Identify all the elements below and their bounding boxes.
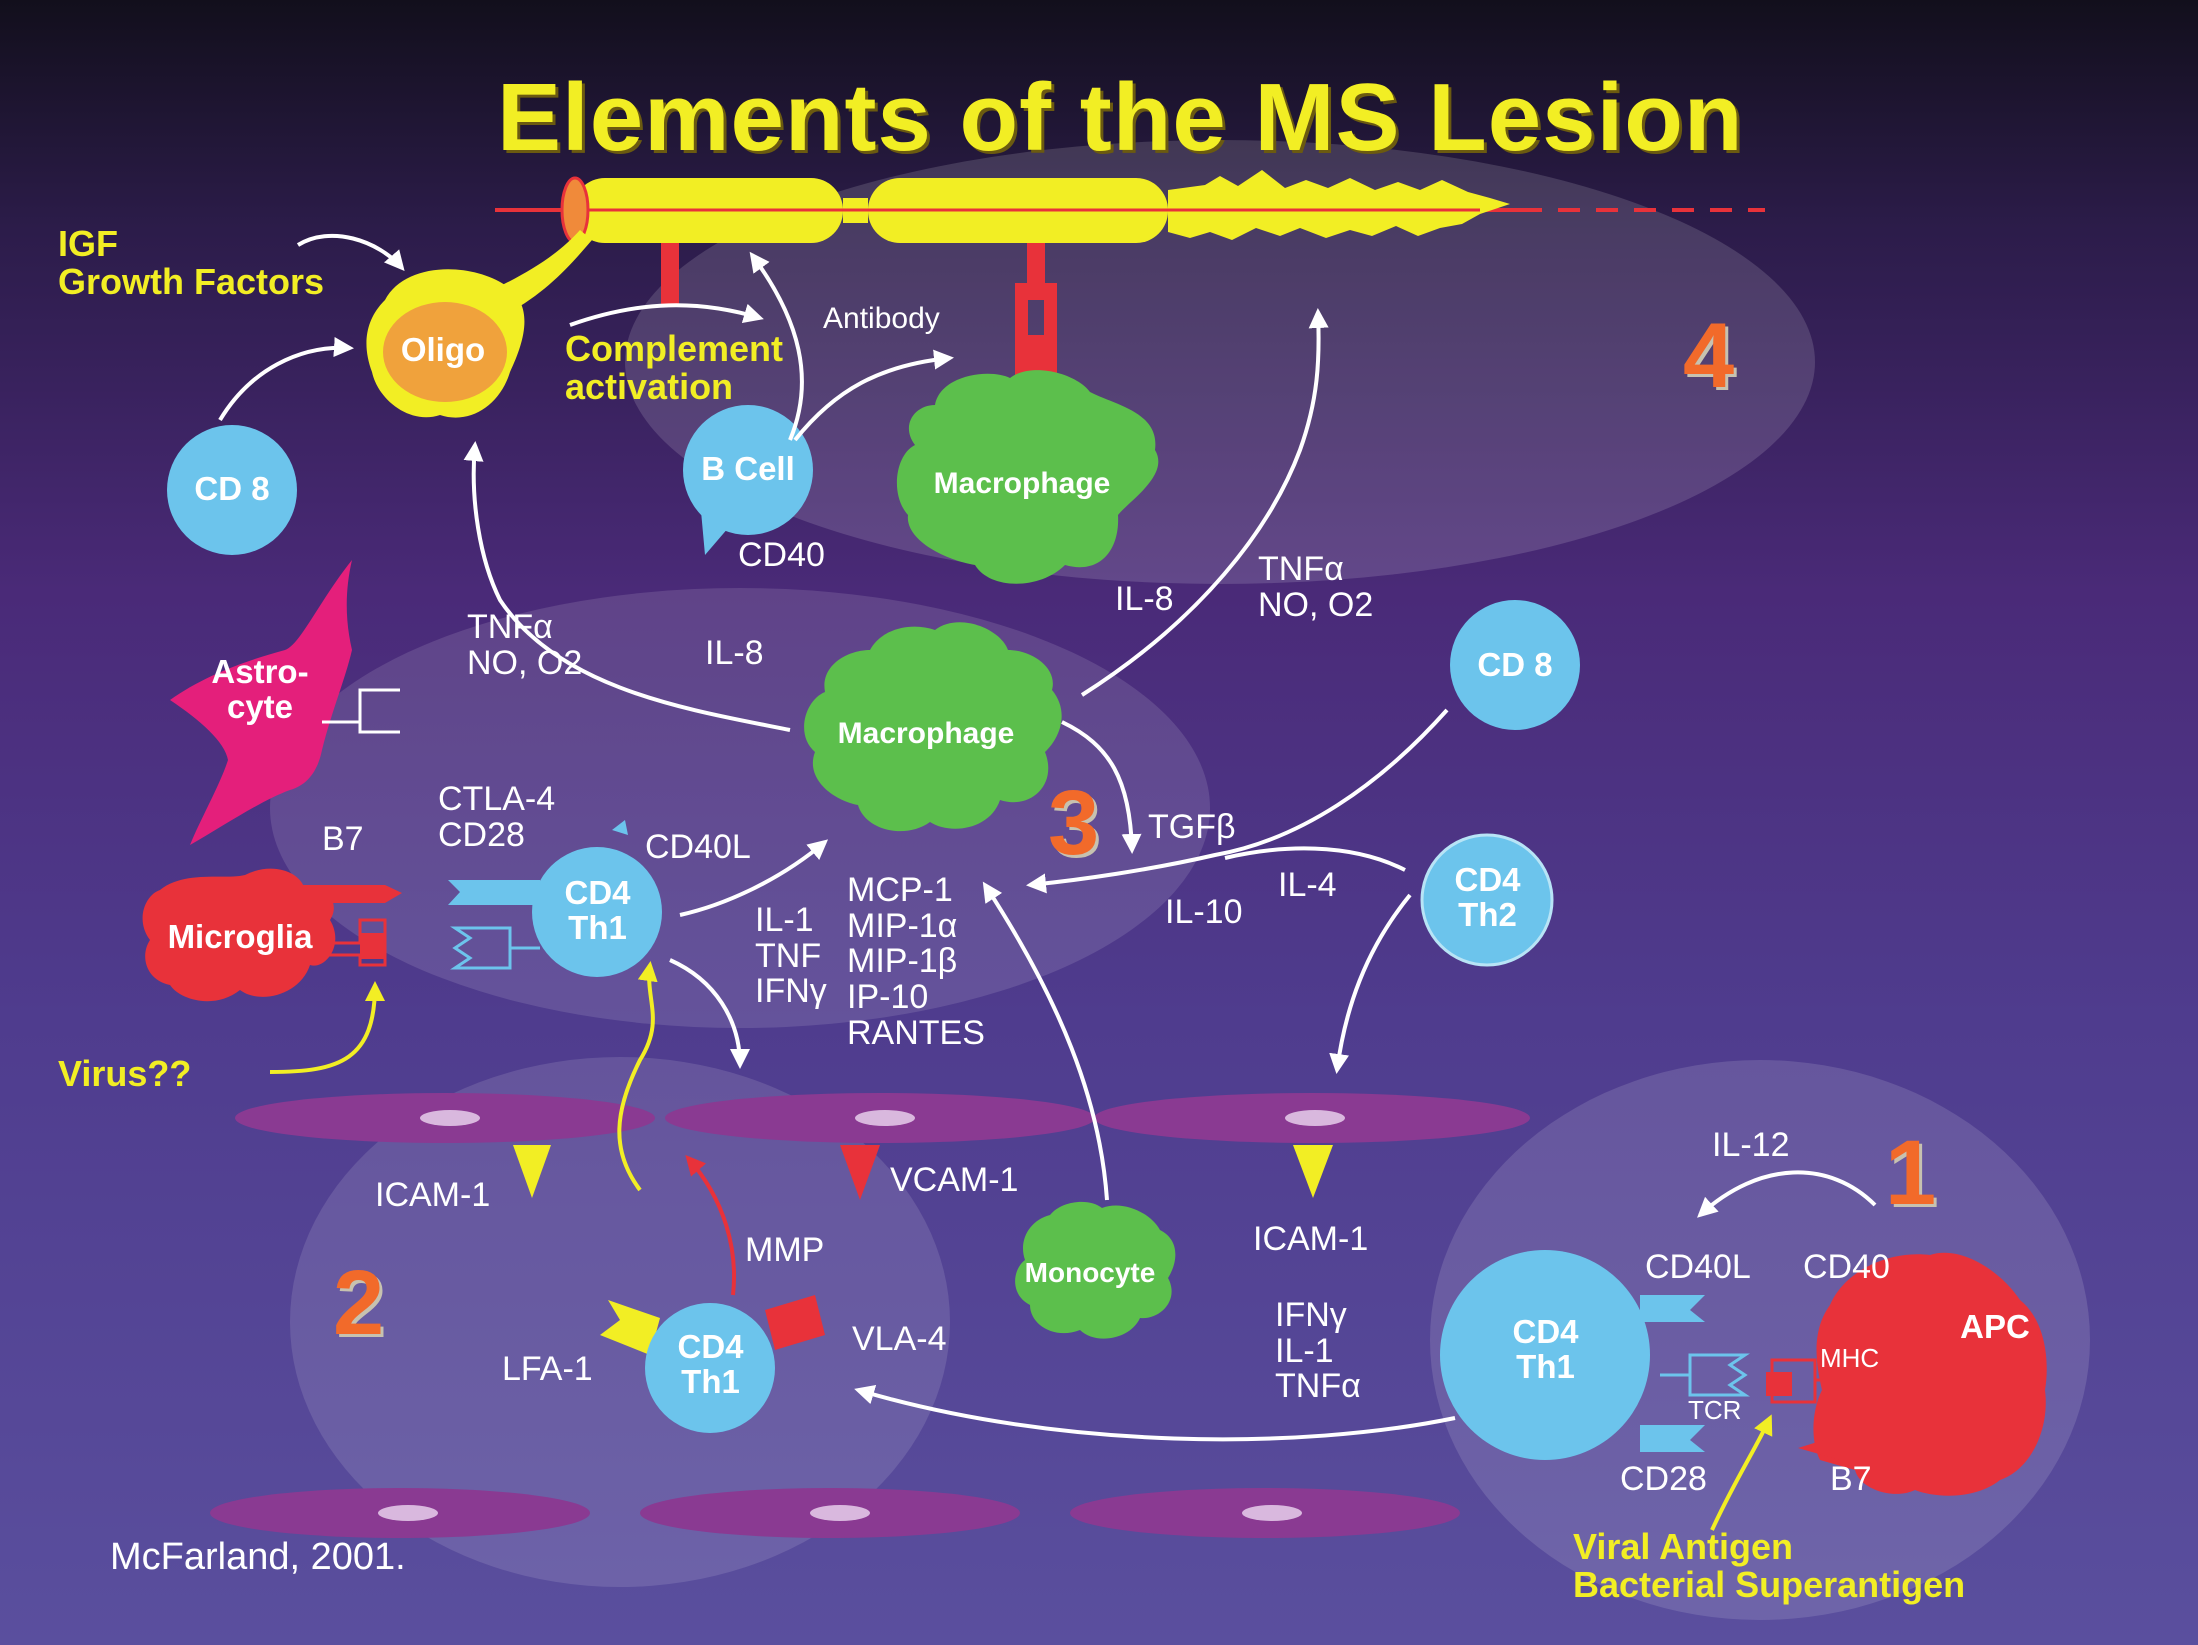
cd8-top-label: CD 8 xyxy=(194,470,270,507)
vcam-1-marker xyxy=(840,1145,880,1200)
mmp-arrow xyxy=(685,1154,737,1296)
cd40-bcell-label: CD40 xyxy=(738,536,825,574)
astrocyte-endfoot xyxy=(322,688,400,734)
macrophage-mid xyxy=(804,622,1062,832)
cd8-right-label: CD 8 xyxy=(1477,646,1553,683)
b7-left-label: B7 xyxy=(322,820,364,858)
astrocyte xyxy=(170,560,352,845)
cd40-right-label: CD40 xyxy=(1803,1248,1890,1286)
citation: McFarland, 2001. xyxy=(110,1536,406,1578)
cd40l-receptor-mid xyxy=(612,820,628,835)
cd4-th1-mid-cell xyxy=(532,847,662,977)
stage-1-number: 1 xyxy=(1885,1122,1937,1224)
apc-cell xyxy=(1766,1252,2047,1496)
il10-label: IL-10 xyxy=(1165,893,1243,931)
il12-label: IL-12 xyxy=(1712,1126,1790,1164)
microglia xyxy=(142,868,402,1002)
cd4-th1-low-cell xyxy=(645,1303,775,1433)
white-arrows xyxy=(218,233,1877,1442)
virus-label: Virus?? xyxy=(58,1053,192,1094)
stage-2-number: 2 xyxy=(333,1252,385,1354)
il8-left-label: IL-8 xyxy=(705,634,764,672)
oligo-label: Oligo xyxy=(400,331,486,368)
b-cell xyxy=(683,405,813,555)
apc-label: APC xyxy=(1960,1308,2030,1345)
b7-right-label: B7 xyxy=(1830,1460,1872,1498)
cd40l-mid-label: CD40L xyxy=(645,828,751,866)
vcam-1-label: VCAM-1 xyxy=(890,1161,1019,1199)
lfa-1-label: LFA-1 xyxy=(502,1350,593,1388)
microglia-label: Microglia xyxy=(167,918,313,955)
cd28-right-label: CD28 xyxy=(1620,1460,1707,1498)
astrocyte-label: Astro-cyte xyxy=(211,653,309,725)
antibody-label: Antibody xyxy=(823,302,940,335)
il4-label: IL-4 xyxy=(1278,866,1337,904)
icam-1-left-label: ICAM-1 xyxy=(375,1176,491,1214)
tcr-receptor-mid xyxy=(450,926,540,970)
endothelium-lower xyxy=(210,1488,1460,1538)
icam-1-right-label: ICAM-1 xyxy=(1253,1220,1369,1258)
axon xyxy=(495,170,1765,244)
endothelium-upper xyxy=(235,1093,1530,1143)
mmp-label: MMP xyxy=(745,1231,825,1269)
icam-1-right-marker xyxy=(1293,1145,1333,1198)
mhc-label: MHC xyxy=(1820,1343,1880,1373)
il8-top-label: IL-8 xyxy=(1115,580,1174,618)
tgfb-label: TGFβ xyxy=(1148,808,1236,846)
cd4-th2-cell xyxy=(1420,833,1554,967)
complement-post xyxy=(661,243,679,305)
monocyte xyxy=(1015,1201,1176,1339)
cd40l-right-label: CD40L xyxy=(1645,1248,1751,1286)
cd8-right-cell xyxy=(1450,600,1580,730)
b-cell-label: B Cell xyxy=(701,450,795,487)
yellow-arrows xyxy=(269,961,1773,1531)
cd8-top-cell xyxy=(167,425,297,555)
monocyte-label: Monocyte xyxy=(1024,1257,1156,1288)
macrophage-top xyxy=(896,370,1159,584)
stage-4-number: 4 xyxy=(1683,305,1735,407)
slide-title: Elements of the MS Lesion xyxy=(497,64,1744,171)
stage-3-number: 3 xyxy=(1048,772,1100,874)
cd28-ctla4-receptor xyxy=(448,880,540,905)
tcr-label: TCR xyxy=(1688,1395,1742,1425)
lfa-1-receptor xyxy=(600,1300,660,1355)
icam-1-left-marker xyxy=(513,1145,551,1198)
macrophage-top-label: Macrophage xyxy=(933,467,1111,500)
macrophage-mid-label: Macrophage xyxy=(837,717,1015,750)
cd4-th1-right-cell xyxy=(1440,1250,1750,1460)
vla-4-label: VLA-4 xyxy=(852,1320,947,1358)
oligodendrocyte xyxy=(366,269,525,418)
vla-4-receptor xyxy=(765,1295,825,1350)
